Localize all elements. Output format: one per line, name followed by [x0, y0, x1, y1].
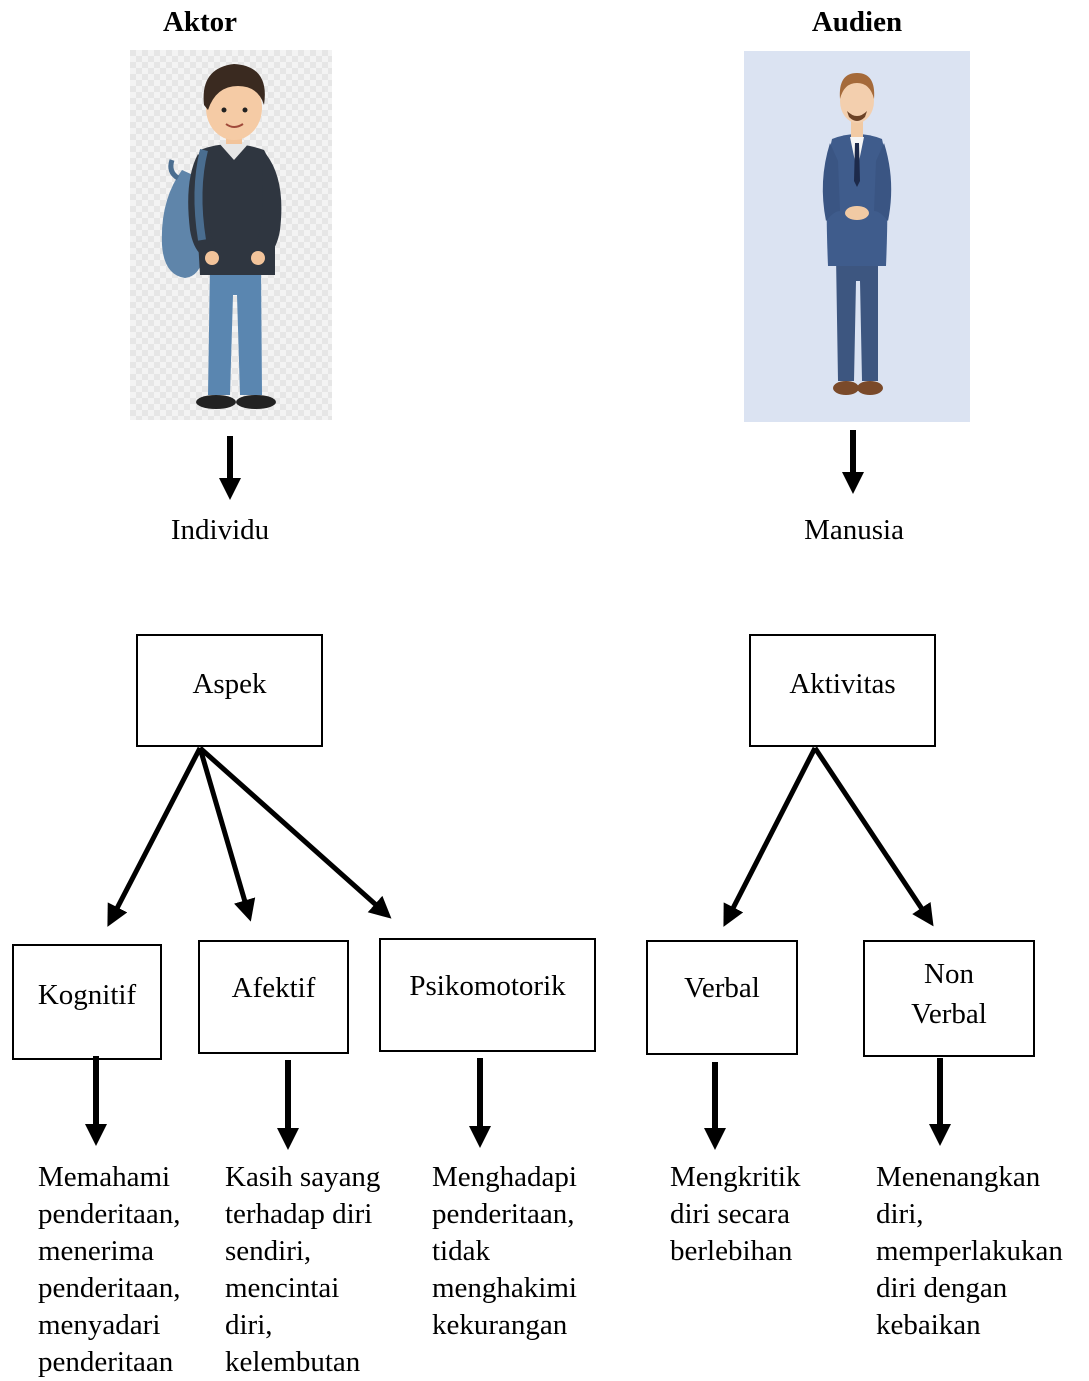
actor-label: Individu — [170, 514, 270, 546]
audience-heading: Audien — [811, 6, 903, 38]
desc-line: Menenangkan — [876, 1161, 1041, 1193]
arrow-aspek-psikomotorik — [198, 746, 392, 919]
desc-line: Mengkritik — [670, 1161, 801, 1193]
desc-line: diri, — [225, 1309, 273, 1341]
desc-line: penderitaan, — [432, 1198, 575, 1230]
desc-line: terhadap diri — [225, 1198, 373, 1230]
non-verbal-box-label-line2: Verbal — [911, 998, 987, 1030]
desc-line: memperlakukan — [876, 1235, 1063, 1267]
psikomotorik-description: Menghadapi penderitaan, tidak menghakimi… — [432, 1159, 577, 1344]
desc-line: menghakimi — [432, 1272, 577, 1304]
desc-line: penderitaan, — [38, 1198, 181, 1230]
aktivitas-box: Aktivitas — [749, 634, 936, 747]
non-verbal-box-label-line1: Non — [924, 958, 974, 990]
afektif-box-label: Afektif — [231, 972, 316, 1004]
verbal-box-label: Verbal — [684, 972, 760, 1004]
kognitif-box-label: Kognitif — [37, 979, 137, 1011]
audience-label: Manusia — [804, 514, 904, 546]
actor-heading: Aktor — [162, 6, 238, 38]
desc-line: mencintai — [225, 1272, 340, 1304]
arrow-aktivitas-nonverbal — [812, 746, 934, 927]
desc-line: tidak — [432, 1235, 490, 1267]
afektif-box: Afektif — [198, 940, 349, 1054]
man-in-suit-figure-icon — [744, 51, 970, 422]
arrow-aspek-kognitif — [107, 746, 203, 927]
non-verbal-description: Menenangkan diri, memperlakukan diri den… — [876, 1159, 1063, 1344]
desc-line: diri dengan — [876, 1272, 1008, 1304]
arrow-aspek-afektif — [197, 747, 256, 922]
psikomotorik-box-label: Psikomotorik — [409, 970, 566, 1002]
psikomotorik-box: Psikomotorik — [379, 938, 596, 1052]
afektif-description: Kasih sayang terhadap diri sendiri, menc… — [225, 1159, 380, 1381]
aktivitas-box-label: Aktivitas — [789, 668, 896, 700]
verbal-description: Mengkritik diri secara berlebihan — [670, 1159, 801, 1270]
desc-line: menyadari — [38, 1309, 161, 1341]
desc-line: kekurangan — [432, 1309, 568, 1341]
kognitif-description: Memahami penderitaan, menerima penderita… — [38, 1159, 181, 1381]
desc-line: sendiri, — [225, 1235, 312, 1267]
desc-line: menerima — [38, 1235, 154, 1267]
desc-line: penderitaan, — [38, 1272, 181, 1304]
desc-line: berlebihan — [670, 1235, 793, 1267]
aspek-box: Aspek — [136, 634, 323, 747]
student-figure-icon — [130, 50, 332, 420]
non-verbal-box: Non Verbal — [863, 940, 1035, 1057]
desc-line: kelembutan — [225, 1346, 361, 1378]
desc-line: Memahami — [38, 1161, 171, 1193]
kognitif-box: Kognitif — [12, 944, 162, 1060]
desc-line: diri, — [876, 1198, 924, 1230]
verbal-box: Verbal — [646, 940, 798, 1055]
desc-line: Kasih sayang — [225, 1161, 381, 1193]
desc-line: diri secara — [670, 1198, 790, 1230]
aspek-box-label: Aspek — [192, 668, 267, 700]
desc-line: penderitaan — [38, 1346, 174, 1378]
arrow-aktivitas-verbal — [723, 746, 818, 927]
desc-line: Menghadapi — [432, 1161, 577, 1193]
desc-line: kebaikan — [876, 1309, 981, 1341]
